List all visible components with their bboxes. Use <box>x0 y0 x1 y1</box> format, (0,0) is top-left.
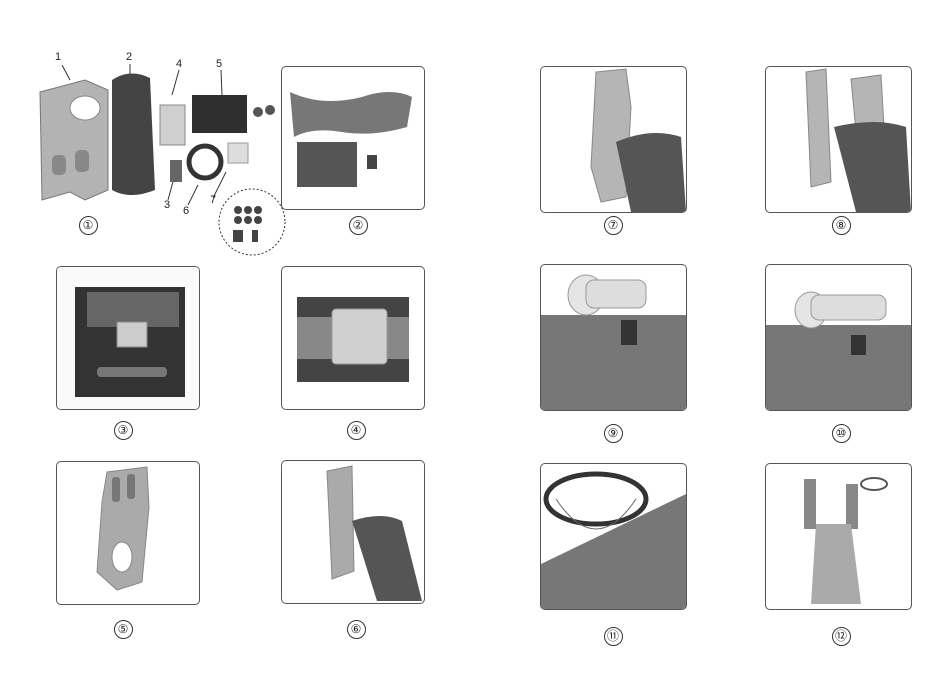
step-number-12: ⑫ <box>828 626 854 646</box>
step-10-image <box>765 264 912 411</box>
step-8-image <box>765 66 912 213</box>
part-label-5: 5 <box>216 59 222 70</box>
parts-illustration <box>30 50 290 265</box>
step-4-image <box>281 266 425 410</box>
step-number-2: ② <box>345 215 371 235</box>
step-number-1: ① <box>75 215 101 235</box>
part-label-3: 3 <box>164 200 170 211</box>
parts-overview-figure: 1 2 4 5 3 6 7 <box>30 50 290 265</box>
part-label-1: 1 <box>55 52 61 63</box>
part-label-2: 2 <box>126 52 132 63</box>
step-12-image <box>765 463 912 610</box>
step-5-image <box>56 461 200 605</box>
step-number-3: ③ <box>110 420 136 440</box>
step-9-image <box>540 264 687 411</box>
step-number-6: ⑥ <box>343 619 369 639</box>
step-number-7: ⑦ <box>600 215 626 235</box>
step-number-8: ⑧ <box>828 215 854 235</box>
step-2-image <box>281 66 425 210</box>
step-3-image <box>56 266 200 410</box>
step-number-11: ⑪ <box>600 626 626 646</box>
part-label-6: 6 <box>183 206 189 217</box>
step-number-10: ⑩ <box>828 423 854 443</box>
step-11-image <box>540 463 687 610</box>
step-number-4: ④ <box>343 420 369 440</box>
part-label-4: 4 <box>176 59 182 70</box>
step-number-9: ⑨ <box>600 423 626 443</box>
step-number-5: ⑤ <box>110 619 136 639</box>
part-label-7: 7 <box>210 195 216 206</box>
step-7-image <box>540 66 687 213</box>
step-6-image <box>281 460 425 604</box>
